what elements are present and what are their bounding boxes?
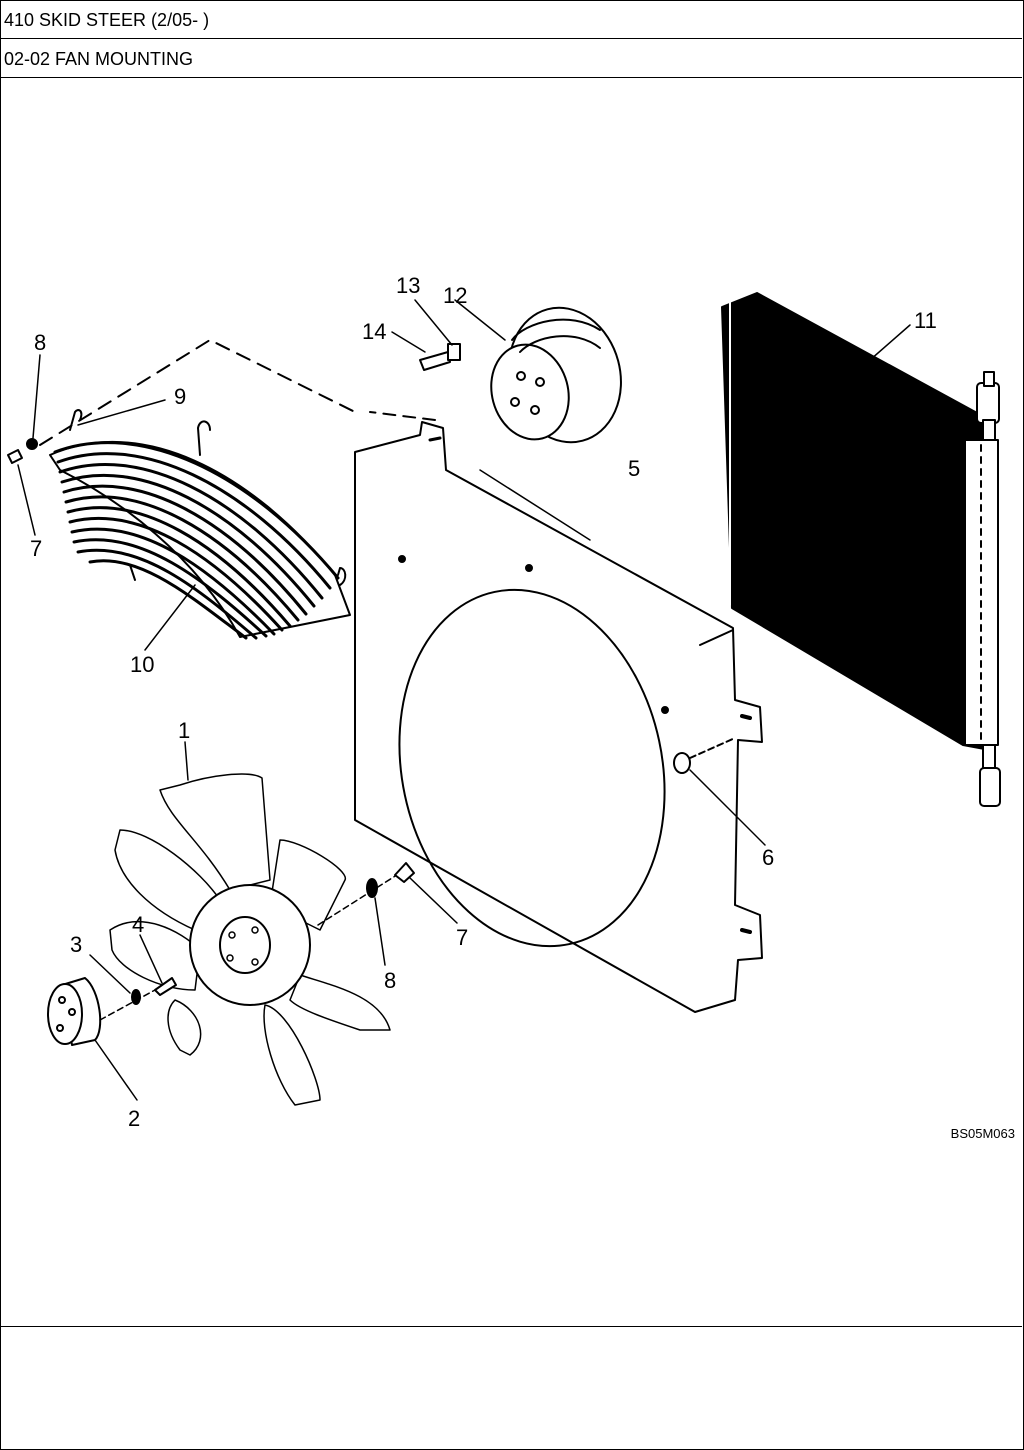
callout-1: 1 bbox=[178, 718, 190, 743]
figure-code: BS05M063 bbox=[951, 1126, 1015, 1141]
callout-6: 6 bbox=[762, 845, 774, 870]
bolt-part-7-upper bbox=[7, 438, 38, 464]
header-model-row: 410 SKID STEER (2/05- ) bbox=[0, 0, 1022, 39]
callout-7-upper: 7 bbox=[30, 536, 42, 561]
callout-8-lower: 8 bbox=[384, 968, 396, 993]
fan-guard-part-10 bbox=[49, 409, 351, 640]
leader-lines bbox=[17, 299, 911, 1101]
callout-4: 4 bbox=[132, 912, 144, 937]
pulley-part-12 bbox=[490, 306, 622, 444]
model-title: 410 SKID STEER (2/05- ) bbox=[4, 10, 210, 30]
callout-9: 9 bbox=[174, 384, 186, 409]
callout-12: 12 bbox=[443, 283, 467, 308]
callout-7-lower: 7 bbox=[456, 925, 468, 950]
callout-2: 2 bbox=[128, 1106, 140, 1131]
exploded-diagram: 1 2 3 4 5 6 7 7 8 8 9 10 11 12 13 14 BS0… bbox=[0, 78, 1022, 1326]
bolt-part-4 bbox=[99, 977, 177, 1021]
fan-part-1 bbox=[109, 773, 391, 1106]
callout-13: 13 bbox=[396, 273, 420, 298]
callout-11: 11 bbox=[914, 308, 937, 333]
shroud-part-5 bbox=[354, 411, 763, 1013]
fastener-part-6 bbox=[673, 737, 736, 774]
section-title: 02-02 FAN MOUNTING bbox=[4, 49, 194, 69]
callout-5: 5 bbox=[628, 456, 640, 481]
callout-10: 10 bbox=[130, 652, 154, 677]
footer-area bbox=[0, 1326, 1022, 1449]
bolt-part-14 bbox=[419, 343, 461, 371]
callout-14: 14 bbox=[362, 319, 386, 344]
bolt-part-7-lower bbox=[366, 862, 415, 898]
header-section-row: 02-02 FAN MOUNTING bbox=[0, 39, 1022, 78]
radiator-part-11 bbox=[721, 292, 1001, 807]
callout-8-upper: 8 bbox=[34, 330, 46, 355]
spacer-part-2 bbox=[47, 977, 102, 1046]
callout-3: 3 bbox=[70, 932, 82, 957]
